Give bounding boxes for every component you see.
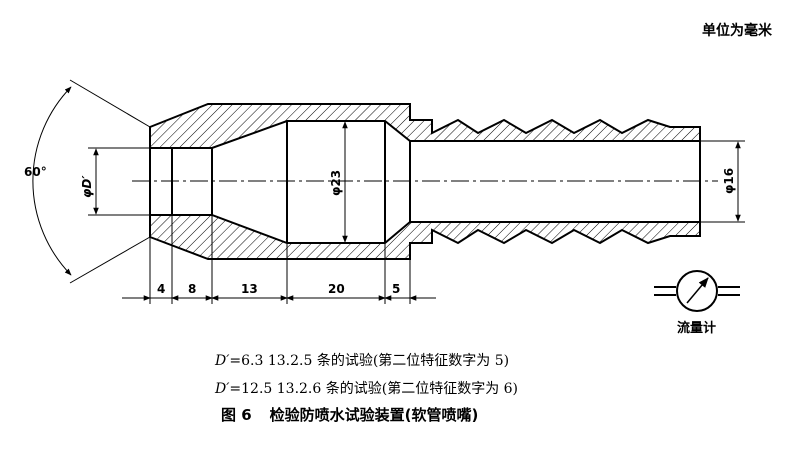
diam-D-label: φD′ (80, 175, 94, 198)
extension-lines (149, 215, 411, 304)
diam-23-label: φ23 (329, 170, 343, 196)
segment-label: 5 (392, 282, 400, 296)
segment-label: 13 (241, 282, 258, 296)
figure-caption: 图 6 检验防喷水试验装置(软管喷嘴) (213, 404, 478, 425)
note-text: =12.5 13.2.6 条的试验(第二位特征数字为 6) (229, 381, 519, 397)
dim-16 (700, 140, 745, 223)
unit-label: 单位为毫米 (702, 23, 772, 39)
segment-label: 20 (328, 282, 345, 296)
dim-D (88, 147, 150, 216)
note-text: =6.3 13.2.5 条的试验(第二位特征数字为 5) (229, 353, 510, 369)
note-symbol: D′ (215, 353, 230, 369)
note-symbol: D′ (215, 381, 230, 397)
diam-16-label: φ16 (722, 168, 736, 194)
flowmeter-symbol (654, 270, 740, 312)
figure-title: 检验防喷水试验装置(软管喷嘴) (269, 406, 479, 424)
angle-label: 60° (24, 165, 47, 179)
note-line: D′=6.3 13.2.5 条的试验(第二位特征数字为 5) (215, 350, 509, 370)
segment-label: 8 (188, 282, 196, 296)
segment-label: 4 (157, 282, 165, 296)
angle-construction (32, 79, 151, 284)
upper-wall-section (149, 103, 701, 149)
flowmeter-label: 流量计 (677, 320, 716, 336)
lower-wall-section (149, 214, 701, 260)
note-line: D′=12.5 13.2.6 条的试验(第二位特征数字为 6) (215, 378, 518, 398)
figure-number: 图 6 (221, 406, 252, 424)
